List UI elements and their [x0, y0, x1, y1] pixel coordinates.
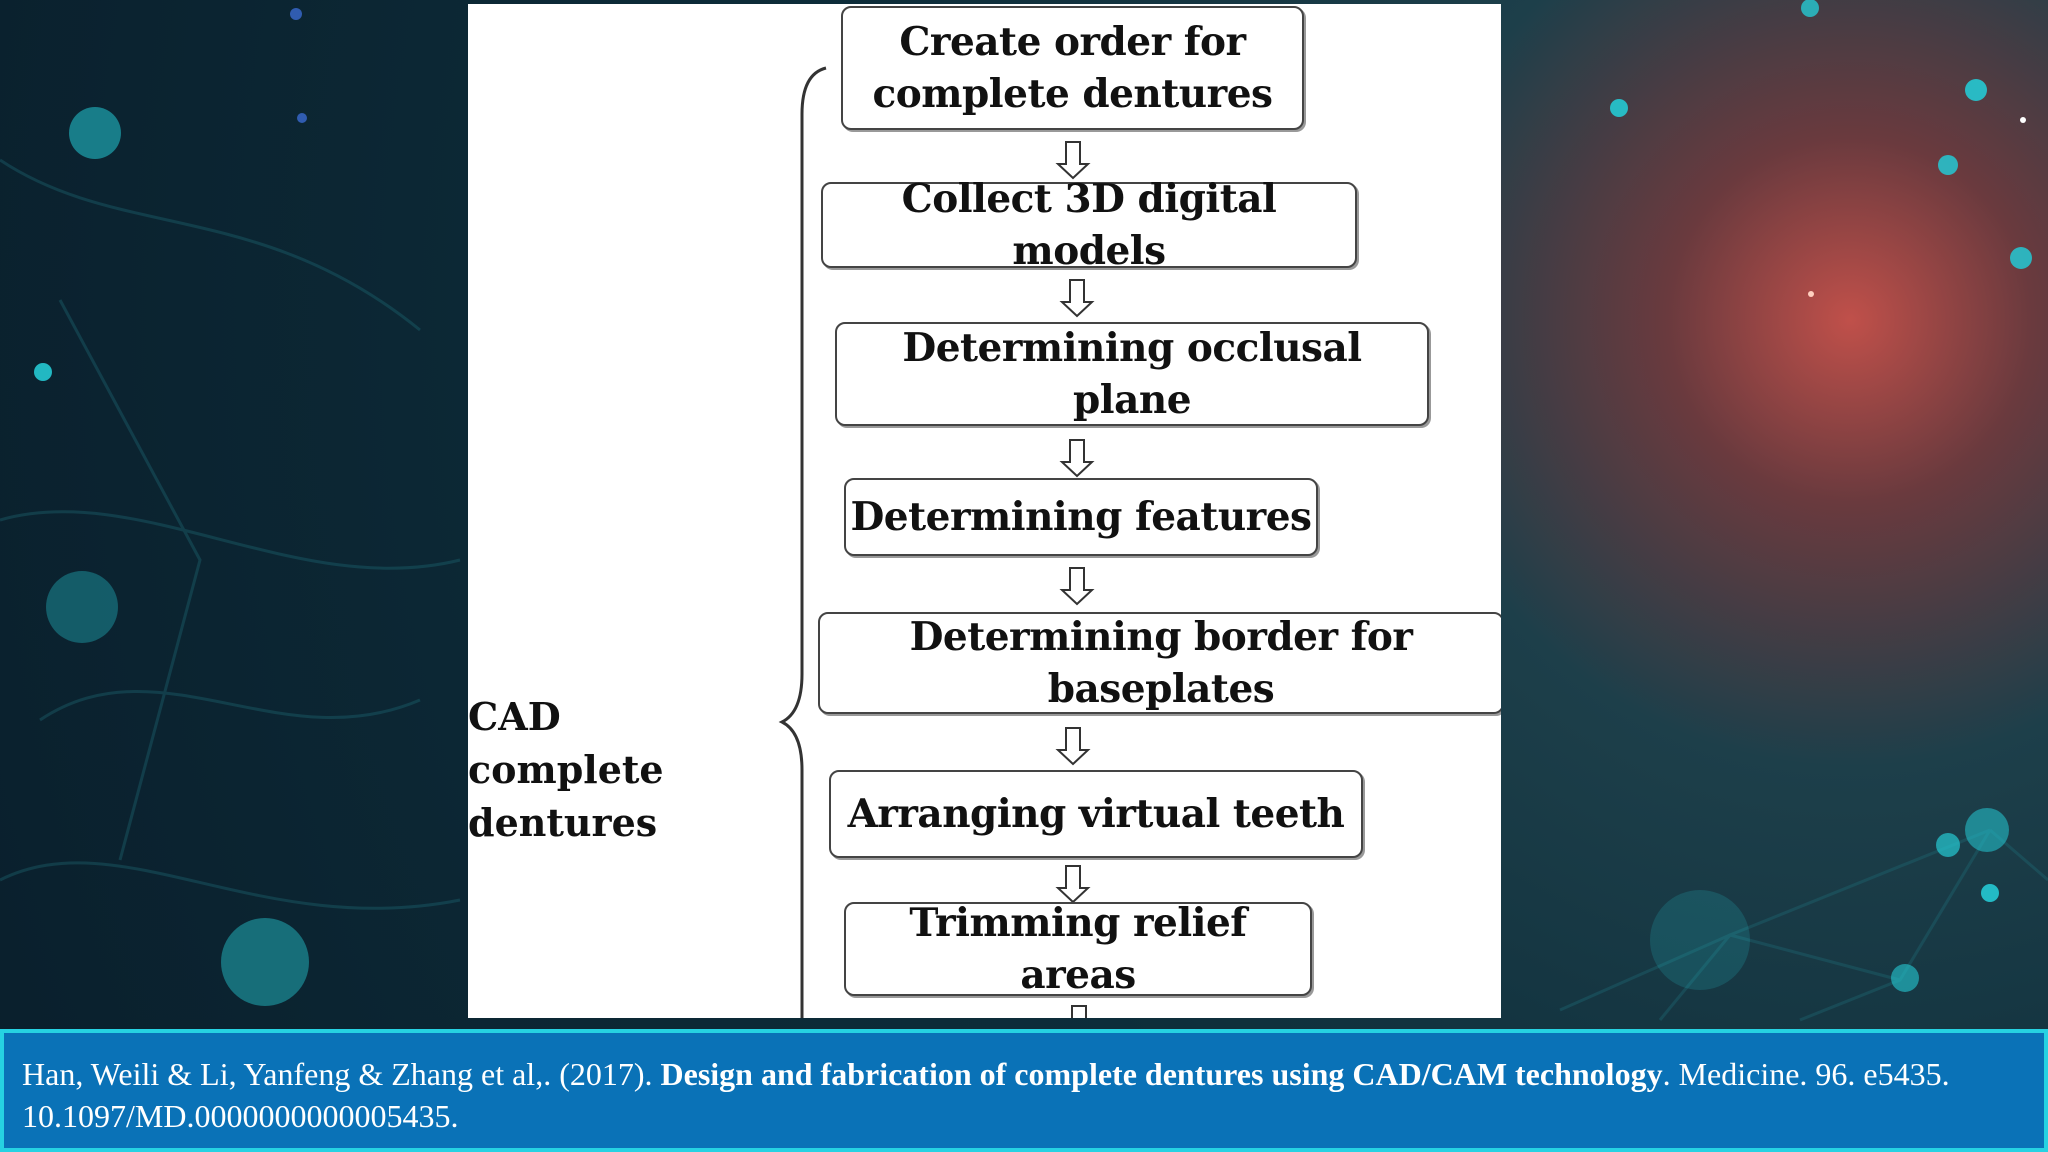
step-baseplate-border: Determining border for baseplates: [818, 612, 1501, 714]
flow-arrow-2: [1059, 279, 1095, 318]
citation-source: . Medicine. 96. e5435. 10.1097/MD.000000…: [22, 1056, 1950, 1134]
flow-arrow-1: [1055, 141, 1091, 180]
step-occlusal-plane: Determining occlusal plane: [835, 322, 1429, 426]
flow-arrow-3: [1059, 439, 1095, 478]
step-collect-3d-models: Collect 3D digital models: [821, 176, 1357, 274]
group-label-cad-complete-dentures: CAD complete dentures: [468, 694, 664, 845]
flowchart-figure: CAD complete dentures Create order for c…: [468, 4, 1501, 1018]
flow-arrow-6: [1055, 865, 1091, 904]
step-determining-features: Determining features: [844, 478, 1318, 556]
citation-authors: Han, Weili & Li, Yanfeng & Zhang et al,.…: [22, 1056, 661, 1092]
flow-arrow-4: [1059, 567, 1095, 606]
citation-bar: Han, Weili & Li, Yanfeng & Zhang et al,.…: [0, 1029, 2048, 1152]
step-arranging-teeth: Arranging virtual teeth: [829, 770, 1363, 858]
flow-arrow-7: [1071, 1005, 1087, 1018]
step-create-order: Create order for complete dentures: [841, 6, 1304, 130]
group-curly-brace: [778, 66, 827, 1018]
flowchart-connectors: [778, 66, 1095, 1018]
flow-arrow-5: [1055, 727, 1091, 766]
citation-title: Design and fabrication of complete dentu…: [660, 1056, 1663, 1092]
step-trimming-relief: Trimming relief areas: [844, 900, 1312, 998]
